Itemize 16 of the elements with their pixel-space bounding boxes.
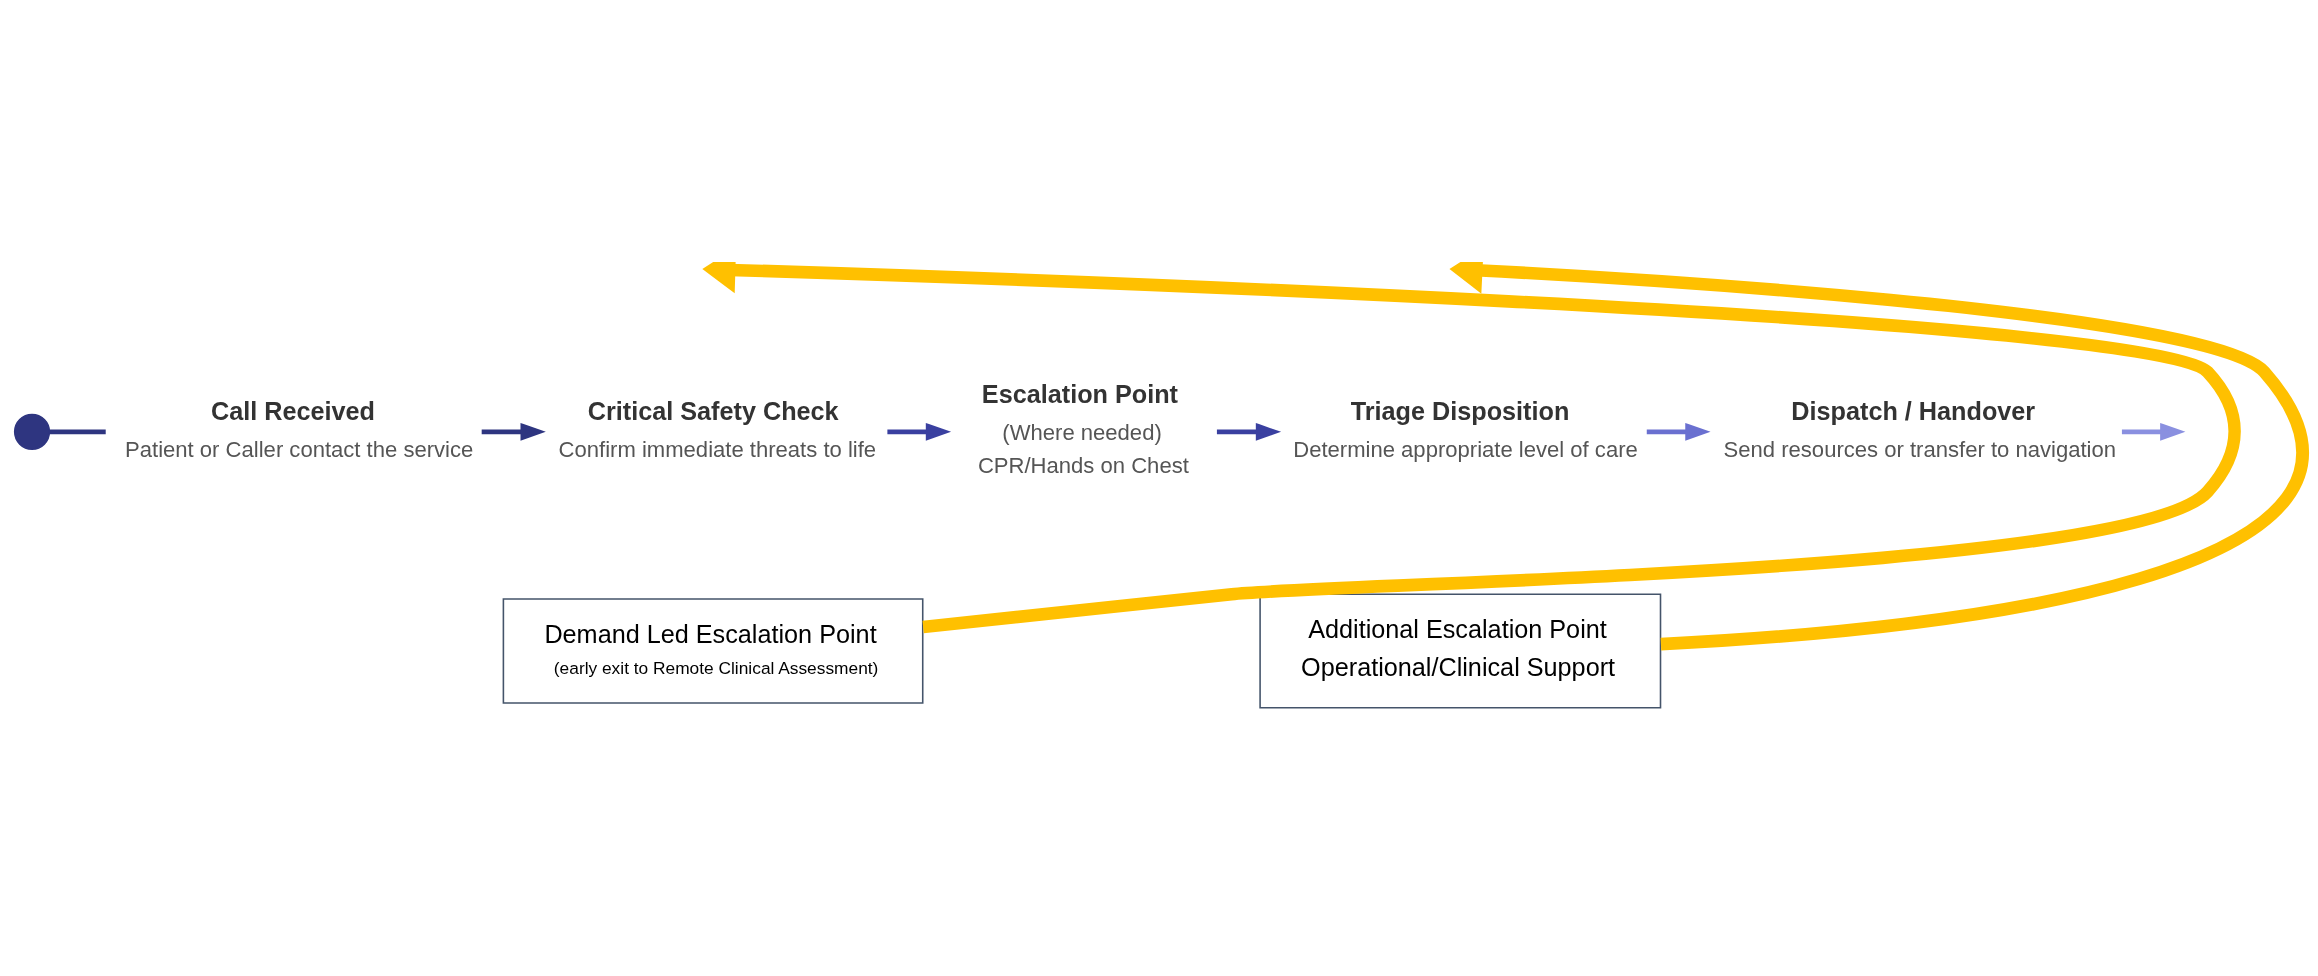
node-text: Critical Safety Check Confirm immediate threats to life bbox=[558, 397, 877, 463]
node-box: Demand Led Escalation Point (early exit to Remote Clinical Assessment) bbox=[502, 598, 924, 704]
arrow bbox=[2121, 422, 2186, 441]
node-box: Additional Escalation Point Operational/Clinical Support bbox=[1259, 593, 1662, 709]
arrow bbox=[1216, 422, 1282, 441]
arrow bbox=[1449, 262, 2307, 651]
node-text: Call Received Patient or Caller contact the service bbox=[125, 397, 474, 463]
arrow bbox=[481, 422, 546, 441]
arrow bbox=[887, 422, 952, 441]
node-text: Triage Disposition Determine appropriate level of care bbox=[1293, 397, 1638, 463]
node-text: Escalation Point (Where needed) CPR/Hands on Chest bbox=[977, 380, 1189, 479]
arrow bbox=[702, 262, 2240, 634]
node-text: Dispatch / Handover Send resources or transfer to navigation bbox=[1723, 397, 2117, 463]
arrow bbox=[1646, 422, 1711, 441]
node-circle bbox=[13, 413, 51, 450]
connector bbox=[49, 429, 106, 435]
